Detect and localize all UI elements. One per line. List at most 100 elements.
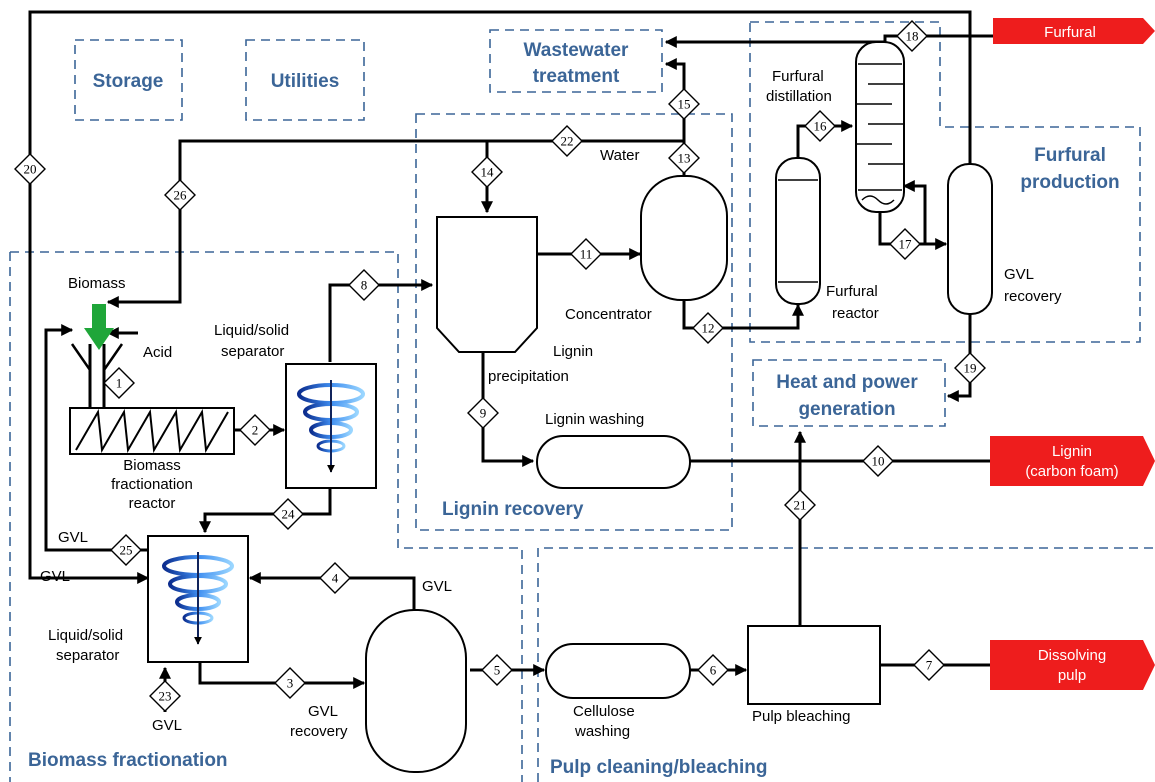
wastewater-label-line1: Wastewater — [524, 40, 629, 61]
furfural-distillation-label-line2: distillation — [766, 88, 832, 105]
cellulose-washing-unit — [545, 643, 691, 699]
lignin-precipitation-label-line1: Lignin — [553, 343, 593, 360]
gvl-label-left-1: GVL — [58, 529, 88, 546]
stream-number-12: 12 — [702, 321, 715, 336]
furfural-production-label-line2: production — [1020, 172, 1119, 193]
reactor-label-line1: Biomass — [123, 457, 181, 474]
stream-diamond-6 — [697, 654, 729, 686]
stream-number-22: 22 — [561, 134, 574, 149]
stream-number-3: 3 — [287, 676, 294, 691]
stream-number-11: 11 — [580, 247, 593, 262]
distillation-reboiler — [861, 195, 895, 205]
furfural-product-tag — [993, 18, 1155, 44]
stream-8-line — [328, 279, 434, 362]
stream-marker-5: 5 — [481, 654, 513, 686]
stream-marker-8: 8 — [348, 269, 380, 301]
stream-marker-15: 15 — [668, 88, 700, 120]
stream-marker-12: 12 — [692, 312, 724, 344]
stream-26-line — [106, 139, 430, 308]
pulp-bleaching-label: Pulp bleaching — [752, 708, 850, 725]
gvl-recovery-label-line1: GVL — [308, 703, 338, 720]
stream-diamond-23 — [149, 680, 181, 712]
stream-18-line — [883, 34, 993, 42]
stream-marker-6: 6 — [697, 654, 729, 686]
utilities-area — [245, 39, 365, 121]
stream-number-2: 2 — [252, 423, 259, 438]
stream-diamond-9 — [467, 397, 499, 429]
stream-number-19: 19 — [964, 361, 977, 376]
stream-diamond-20 — [14, 153, 46, 185]
furfural-production-area — [749, 21, 1141, 343]
reactor-screw — [75, 408, 229, 454]
furfural-distillation-label-line1: Furfural — [772, 68, 824, 85]
gvl-recovery-column — [947, 163, 993, 315]
stream-marker-3: 3 — [274, 667, 306, 699]
stream-20-line — [28, 10, 972, 584]
stream-marker-10: 10 — [862, 445, 894, 477]
cellulose-washing-label-line1: Cellulose — [573, 703, 635, 720]
reactor-label-line3: reactor — [129, 495, 176, 512]
stream-marker-14: 14 — [471, 156, 503, 188]
furfural-reactor-label-line1: Furfural — [826, 283, 878, 300]
stream-marker-22: 22 — [551, 125, 583, 157]
gvl-recovery-vessel — [365, 609, 467, 773]
stream-diamond-3 — [274, 667, 306, 699]
stream-number-21: 21 — [794, 498, 807, 513]
stream-diamond-22 — [551, 125, 583, 157]
stream-13-15-line — [664, 58, 686, 176]
stream-number-6: 6 — [710, 663, 717, 678]
stream-marker-21: 21 — [784, 489, 816, 521]
stream-17-return-line — [902, 180, 927, 244]
distillation-trays — [856, 63, 904, 191]
stream-diamond-4 — [319, 562, 351, 594]
stream-number-18: 18 — [906, 29, 919, 44]
pulp-product-label-line2: pulp — [1058, 667, 1086, 684]
concentrator-label: Concentrator — [565, 306, 652, 323]
stream-diamond-5 — [481, 654, 513, 686]
stream-number-26: 26 — [174, 188, 188, 203]
stream-marker-25: 25 — [110, 534, 142, 566]
stream-diamond-26 — [164, 179, 196, 211]
wastewater-top-line — [664, 36, 887, 48]
pulp-product-tag — [990, 640, 1155, 690]
top-separator-spiral — [297, 380, 365, 473]
stream-marker-18: 18 — [896, 20, 928, 52]
lignin-product-label-line2: (carbon foam) — [1025, 463, 1118, 480]
gvl-recovery2-label-line1: GVL — [1004, 266, 1034, 283]
lignin-recovery-label: Lignin recovery — [442, 499, 584, 520]
wastewater-area — [489, 29, 663, 93]
utilities-label: Utilities — [271, 71, 340, 92]
stream-diamond-24 — [272, 498, 304, 530]
reactor-label-line2: fractionation — [111, 476, 193, 493]
stream-24-line — [199, 488, 332, 534]
stream-diamond-17 — [889, 228, 921, 260]
lignin-product-label-line1: Lignin — [1052, 443, 1092, 460]
stream-marker-24: 24 — [272, 498, 304, 530]
storage-area — [74, 39, 183, 121]
stream-marker-7: 7 — [913, 649, 945, 681]
lignin-washing-unit — [536, 435, 691, 489]
stream-diamond-21 — [784, 489, 816, 521]
stream-number-23: 23 — [159, 689, 172, 704]
stream-marker-23: 23 — [149, 680, 181, 712]
gvl-label-top-right: GVL — [422, 578, 452, 595]
pulp-bleaching-unit — [747, 625, 881, 705]
stream-number-4: 4 — [332, 571, 339, 586]
stream-marker-4: 4 — [319, 562, 351, 594]
stream-diamond-15 — [668, 88, 700, 120]
biomass-feed-arrow — [84, 304, 114, 350]
acid-label: Acid — [143, 344, 172, 361]
furfural-distillation-column — [855, 41, 905, 213]
stream-number-13: 13 — [678, 151, 691, 166]
heat-power-label-line1: Heat and power — [776, 372, 918, 393]
stream-diamond-25 — [110, 534, 142, 566]
bottom-separator-label-line2: separator — [56, 647, 119, 664]
bottom-separator-spiral — [162, 552, 234, 645]
wastewater-label-line2: treatment — [533, 66, 620, 87]
stream-number-20: 20 — [24, 162, 37, 177]
stream-25-line — [44, 324, 148, 552]
stream-diamond-1 — [103, 367, 135, 399]
stream-number-5: 5 — [494, 663, 501, 678]
stream-diamond-14 — [471, 156, 503, 188]
